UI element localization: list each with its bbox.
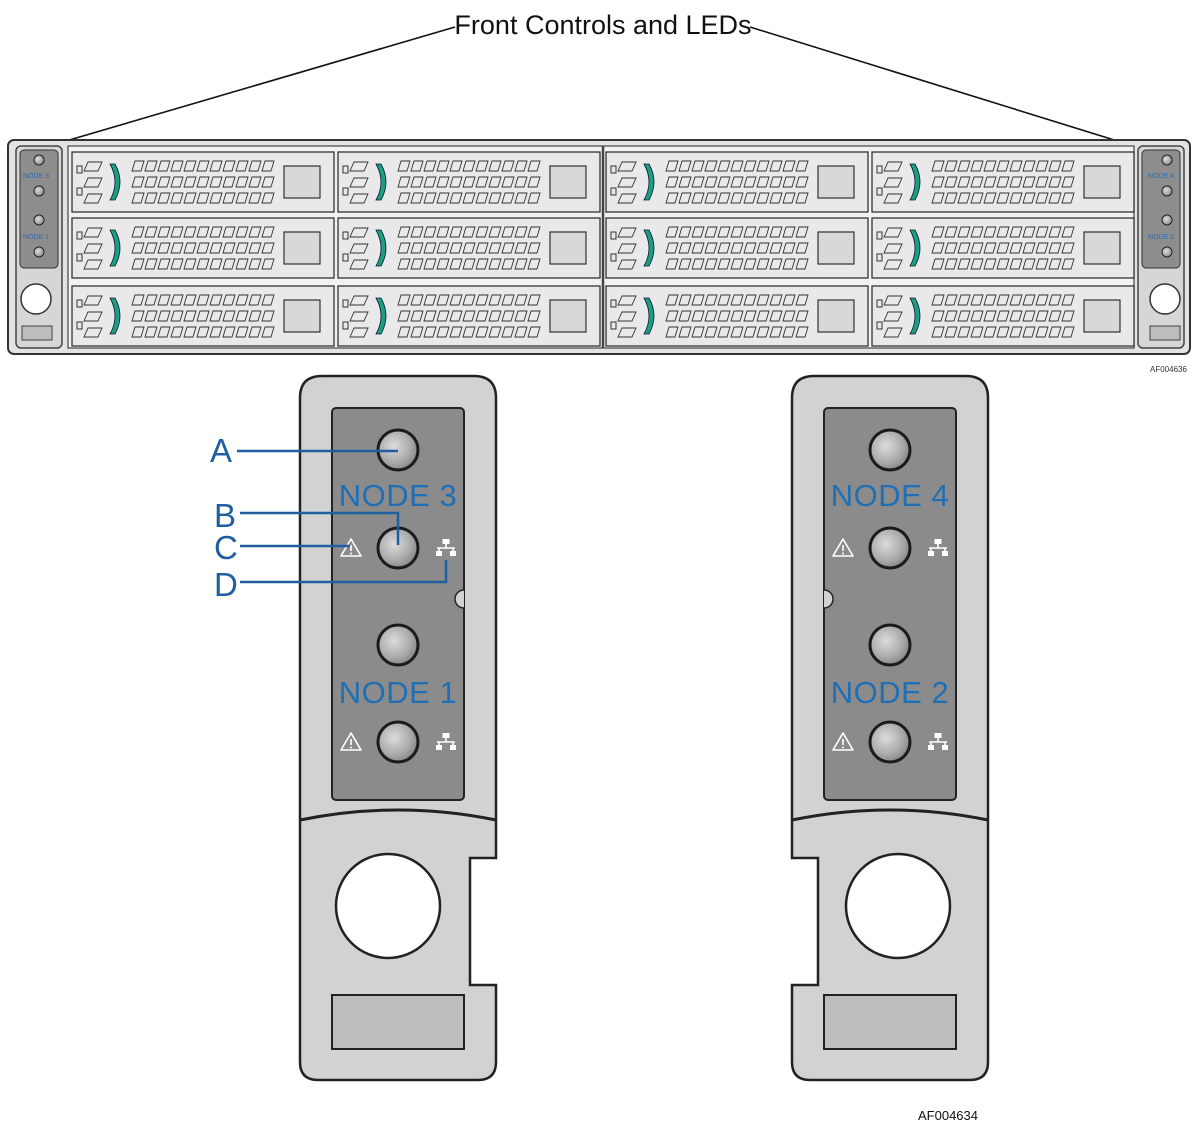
node-label-bottom-right: NODE 2	[831, 675, 949, 710]
drive-bay[interactable]	[337, 151, 601, 213]
mini-label-node1: NODE 1	[23, 234, 49, 241]
id-button-node1[interactable]	[376, 623, 420, 667]
node-label-top-left: NODE 3	[339, 478, 457, 513]
control-panel-left: NODE 3 NODE 1	[298, 374, 498, 1082]
drive-latch[interactable]	[909, 163, 921, 201]
drive-latch[interactable]	[909, 297, 921, 335]
callout-a: A	[210, 432, 232, 469]
drive-bay[interactable]	[605, 217, 869, 279]
power-button-node4[interactable]	[868, 526, 912, 570]
drive-latch[interactable]	[909, 229, 921, 267]
mini-label-node4: NODE 4	[1148, 173, 1174, 180]
diagram-title: Front Controls and LEDs	[454, 10, 751, 40]
title-pointer-left	[41, 26, 456, 149]
drive-latch[interactable]	[109, 163, 121, 201]
drive-latch[interactable]	[109, 229, 121, 267]
drive-bay[interactable]	[337, 285, 601, 347]
drive-bay[interactable]	[605, 151, 869, 213]
callout-b: B	[214, 497, 236, 534]
id-button-node2[interactable]	[868, 623, 912, 667]
drive-bay[interactable]	[871, 151, 1135, 213]
control-panel-right: NODE 4 NODE 2	[790, 374, 990, 1082]
drive-latch[interactable]	[643, 163, 655, 201]
mini-panel-right: NODE 4 NODE 2	[1141, 149, 1181, 341]
node-label-top-right: NODE 4	[831, 478, 949, 513]
callout-d: D	[214, 566, 238, 603]
drive-bay[interactable]	[71, 217, 335, 279]
drive-latch[interactable]	[643, 229, 655, 267]
power-button-node2[interactable]	[868, 720, 912, 764]
mini-label-node3: NODE 3	[23, 173, 49, 180]
drive-latch[interactable]	[109, 297, 121, 335]
drive-bay[interactable]	[337, 217, 601, 279]
callout-c: C	[214, 529, 238, 566]
drive-bay[interactable]	[871, 285, 1135, 347]
drive-latch[interactable]	[643, 297, 655, 335]
drive-bays	[71, 151, 1135, 347]
drive-latch[interactable]	[375, 229, 387, 267]
chassis-figure-id: AF004636	[1150, 365, 1187, 374]
mini-panel-left: NODE 3 NODE 1	[19, 149, 59, 341]
title-pointer-right	[749, 26, 1141, 149]
drive-bay[interactable]	[605, 285, 869, 347]
drive-bay[interactable]	[871, 217, 1135, 279]
node-label-bottom-left: NODE 1	[339, 675, 457, 710]
drive-latch[interactable]	[375, 163, 387, 201]
panels-figure-id: AF004634	[918, 1108, 978, 1123]
power-button-node1[interactable]	[376, 720, 420, 764]
id-button-node4[interactable]	[868, 428, 912, 472]
mini-label-node2: NODE 2	[1148, 234, 1174, 241]
drive-bay[interactable]	[71, 151, 335, 213]
drive-bay[interactable]	[71, 285, 335, 347]
callouts: A B C D	[210, 432, 448, 603]
drive-latch[interactable]	[375, 297, 387, 335]
